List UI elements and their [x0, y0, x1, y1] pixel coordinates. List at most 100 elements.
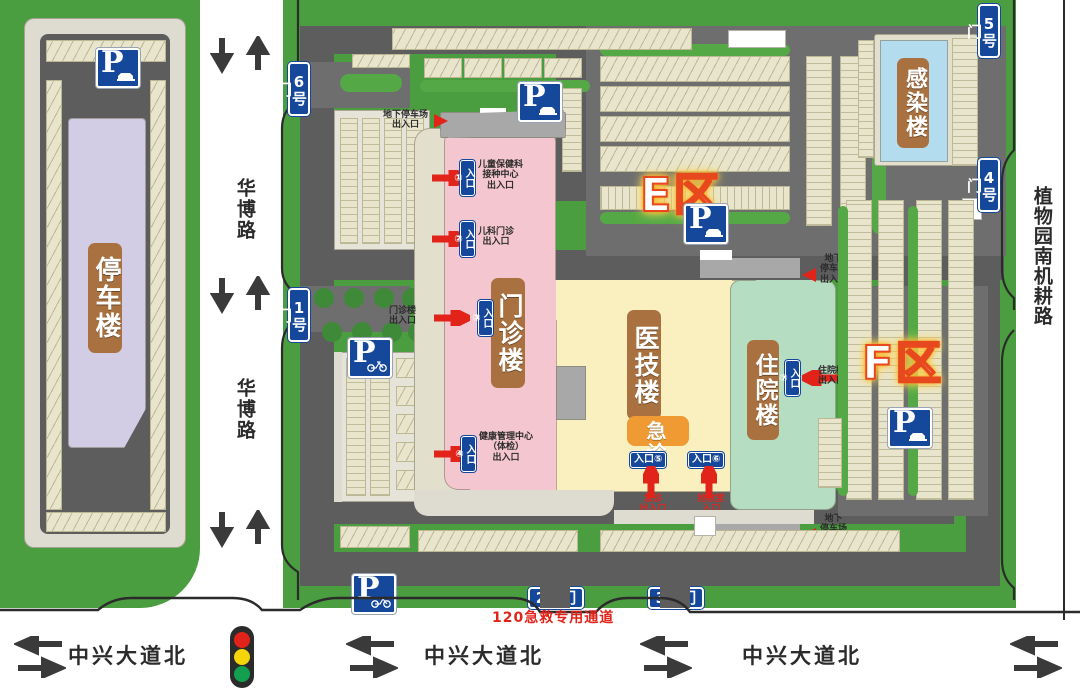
- road-label-zhiwuyuan: 植物园南机耕路: [1030, 186, 1053, 326]
- ramp-east: [700, 258, 800, 278]
- entrance-desc-1: 儿童保健科 接种中心 出入口: [478, 160, 523, 191]
- north-parking-row-2: [600, 86, 790, 112]
- north-strip-hatch: [392, 28, 692, 50]
- label-text: 入口④: [454, 444, 475, 464]
- north-center-strip: [562, 88, 582, 172]
- infection-hatch-left: [858, 40, 874, 158]
- label-text: 1号门: [275, 298, 308, 332]
- emergency-lane-label: 120急救专用通道: [492, 610, 614, 626]
- desc-line-2: 出入口: [392, 120, 420, 131]
- label-text: 华博路: [233, 178, 256, 241]
- desc-line-2: 出入口: [389, 316, 417, 327]
- west-campus-row-3: [384, 118, 402, 244]
- parking-sign-car-fzone[interactable]: P: [888, 408, 932, 448]
- road-huabo-lu: [200, 0, 290, 620]
- car-icon: [539, 107, 557, 115]
- label-text: 植物园南机耕路: [1030, 186, 1053, 326]
- gate-marker-5[interactable]: 5号门: [965, 4, 1000, 58]
- gate6-hatch: [352, 54, 410, 68]
- parking-sign-bike-sw[interactable]: P: [352, 574, 396, 614]
- south-parking-row-3: [340, 526, 410, 548]
- label-text: 感染楼: [902, 67, 927, 139]
- south-arrows-east: [1010, 636, 1062, 678]
- label-text: 门诊楼: [495, 292, 524, 374]
- south-parking-row-2: [418, 530, 578, 552]
- entrance-tag-4[interactable]: 入口④: [454, 436, 476, 472]
- road-label-zhongxing-center: 中兴大道北: [424, 640, 544, 670]
- arrow-entrance-5: [643, 466, 659, 498]
- south-arrows-center-right: [640, 636, 692, 678]
- arrow-underground-east: [802, 268, 816, 282]
- parking-p-letter: P: [101, 45, 124, 80]
- south-booth: [694, 516, 716, 536]
- parking-sign-car-west[interactable]: P: [96, 48, 140, 88]
- label-text: 入口①: [453, 168, 474, 188]
- west-campus-row-2: [362, 118, 380, 244]
- north-bay-4: [544, 58, 582, 78]
- tree-row2-3: [382, 322, 402, 342]
- parking-p-letter: P: [523, 79, 546, 114]
- gate-marker-6[interactable]: 6号门: [275, 62, 310, 116]
- desc-line-2: 停车场: [820, 264, 848, 275]
- underground-parking-label-east: 地下 停车场 出入口: [820, 254, 847, 285]
- courtyard-pave: [414, 490, 614, 516]
- arrow-underground-north: [434, 114, 448, 128]
- road-label-huabo-north: 华博路: [233, 178, 256, 241]
- se-parking-row-1: [818, 418, 842, 488]
- desc-line-3: 出入口: [492, 452, 520, 463]
- label-text: 入口③: [471, 308, 492, 328]
- label-text: 入口⑤: [634, 454, 663, 465]
- label-text: 华博路: [233, 378, 256, 441]
- bike-lot-row-2: [370, 358, 390, 496]
- car-icon: [909, 433, 927, 441]
- entrance-desc-5: 急诊 出入口: [630, 494, 676, 515]
- desc-line-1: 抢救室: [697, 494, 725, 504]
- north-parking-row-3: [600, 116, 790, 142]
- road-zhongxing-dadao: [0, 608, 1080, 700]
- building-label-inpatient: 住院楼: [747, 340, 779, 440]
- f-zone-row-4: [948, 200, 974, 500]
- bike-lot-row-1: [346, 358, 366, 496]
- gate-marker-4[interactable]: 4号门: [965, 158, 1000, 212]
- label-text: 5号门: [965, 14, 998, 48]
- west-campus-row-1: [340, 118, 358, 244]
- tree-row1-2: [344, 288, 364, 308]
- parking-p-letter: P: [357, 571, 380, 606]
- north-bay-1: [424, 58, 462, 78]
- label-text: 入口⑥: [692, 454, 721, 465]
- south-arrows-west: [14, 636, 66, 678]
- car-icon: [117, 73, 135, 81]
- label-text: 6号门: [275, 72, 308, 106]
- entrance-tag-2[interactable]: 入口②: [453, 221, 475, 257]
- entrance-desc-6: 抢救室 入口: [688, 494, 734, 515]
- parking-sign-car-north[interactable]: P: [518, 82, 562, 122]
- arrow-entrance-2: [432, 231, 468, 247]
- ramp-east-cap: [700, 250, 732, 260]
- desc-line-1: 地下: [824, 254, 843, 264]
- building-label-infection: 感染楼: [897, 58, 929, 148]
- south-arrows-center-left: [346, 636, 398, 678]
- arrow-entrance-7: [802, 370, 838, 386]
- label-text: 入口②: [453, 229, 474, 249]
- label-text: F区: [861, 336, 944, 390]
- desc-line-3: 出入口: [820, 274, 848, 285]
- road-zhiwuyuan-lu: [1016, 0, 1080, 620]
- entrance-tag-7[interactable]: 入口⑦: [778, 360, 800, 396]
- north-parking-row-1: [600, 56, 790, 82]
- tree-row1-3: [374, 288, 394, 308]
- huabo-road-arrows-top: [210, 36, 271, 74]
- campus-road-south: [300, 552, 1000, 586]
- building-courtyard-block: [556, 366, 586, 420]
- entrance-tag-1[interactable]: 入口①: [453, 160, 475, 196]
- label-text: 中兴大道北: [742, 644, 862, 668]
- entrance-tag-3[interactable]: 入口③: [471, 300, 493, 336]
- parking-sign-bike-nw[interactable]: P: [348, 338, 392, 378]
- north-bay-2: [464, 58, 502, 78]
- tree-row1-1: [314, 288, 334, 308]
- building-label-medtech: 医技楼: [627, 310, 661, 420]
- f-zone-row-2: [878, 200, 904, 500]
- gate-marker-1[interactable]: 1号门: [275, 288, 310, 342]
- infection-hatch-right: [952, 38, 978, 166]
- parking-sign-car-ezone[interactable]: P: [684, 204, 728, 244]
